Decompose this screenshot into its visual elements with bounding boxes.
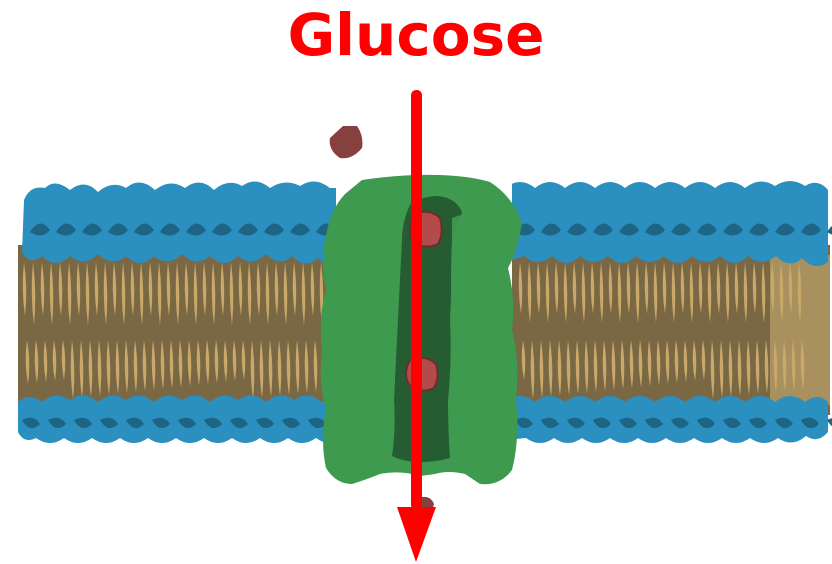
lipid-bilayer-right xyxy=(505,181,832,443)
arrow-shaft xyxy=(411,90,422,510)
protein-right-lobe xyxy=(451,214,504,472)
glucose-molecule-outside xyxy=(330,126,363,158)
arrow-head xyxy=(397,507,436,562)
tail-region xyxy=(18,245,348,415)
protein-left-lobe xyxy=(341,215,398,472)
lipid-bilayer-left xyxy=(18,181,352,443)
top-head-layer xyxy=(505,181,828,266)
top-head-layer xyxy=(22,181,345,266)
